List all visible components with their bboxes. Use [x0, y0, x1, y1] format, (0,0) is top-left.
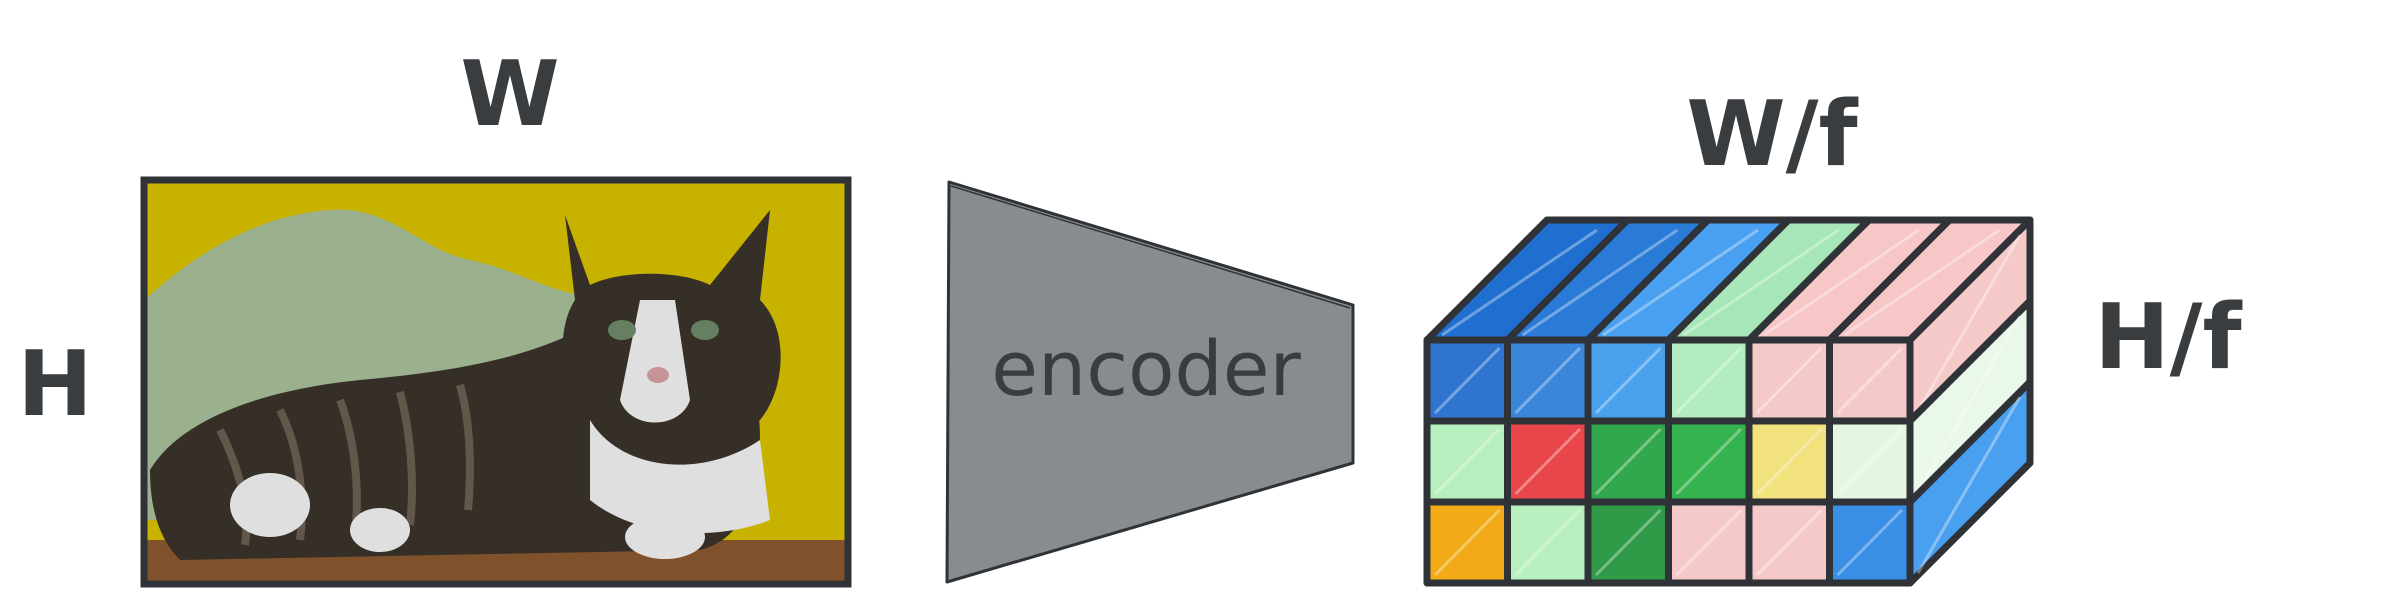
cat-back-paw — [230, 473, 310, 537]
cat-chest — [590, 420, 770, 534]
cell-hatch — [1514, 427, 1582, 496]
cell-hatch — [1836, 508, 1904, 577]
cell-hatch — [1916, 234, 2022, 412]
cell-hatch — [1594, 508, 1662, 577]
cat-hind-white — [350, 508, 410, 552]
cell-hatch — [1675, 427, 1743, 496]
cell-hatch — [1433, 508, 1501, 577]
encoder-label: encoder — [991, 324, 1301, 413]
cat-image — [144, 180, 848, 584]
cell-hatch — [1441, 228, 1598, 337]
cell-hatch — [1675, 508, 1743, 577]
cat-nose — [647, 367, 669, 383]
cell-hatch — [1594, 346, 1662, 415]
cell-hatch — [1433, 427, 1501, 496]
cat-right-eye — [691, 320, 719, 340]
latent-width-label: W/f — [1686, 82, 1858, 187]
cell-hatch — [1755, 427, 1823, 496]
encoder-block: encoder — [945, 180, 1355, 584]
cell-hatch — [1521, 228, 1679, 337]
image-frame — [140, 176, 852, 588]
image-width-label: W — [460, 42, 559, 147]
cell-hatch — [1675, 346, 1743, 415]
latent-grid — [1423, 216, 2034, 587]
cell-hatch — [1602, 228, 1759, 337]
latent-front-cell — [1826, 498, 1914, 587]
cell-hatch — [1514, 508, 1582, 577]
cat-left-eye — [608, 320, 636, 340]
cell-hatch — [1514, 346, 1582, 415]
cat-front-paw — [625, 515, 705, 559]
cell-hatch — [1594, 427, 1662, 496]
encoder-shape — [945, 180, 1355, 584]
image-height-label: H — [17, 332, 92, 437]
cell-hatch — [1755, 346, 1823, 415]
cell-hatch — [1916, 396, 2022, 574]
cell-hatch — [1843, 228, 2001, 337]
cell-hatch — [1916, 315, 2022, 493]
cell-hatch — [1763, 228, 1920, 337]
cell-hatch — [1755, 508, 1823, 577]
cell-hatch — [1836, 346, 1904, 415]
cat-muzzle — [620, 300, 690, 423]
cell-hatch — [1836, 427, 1904, 496]
cell-hatch — [1682, 228, 1840, 337]
latent-height-label: H/f — [2094, 285, 2242, 390]
cell-hatch — [1433, 346, 1501, 415]
